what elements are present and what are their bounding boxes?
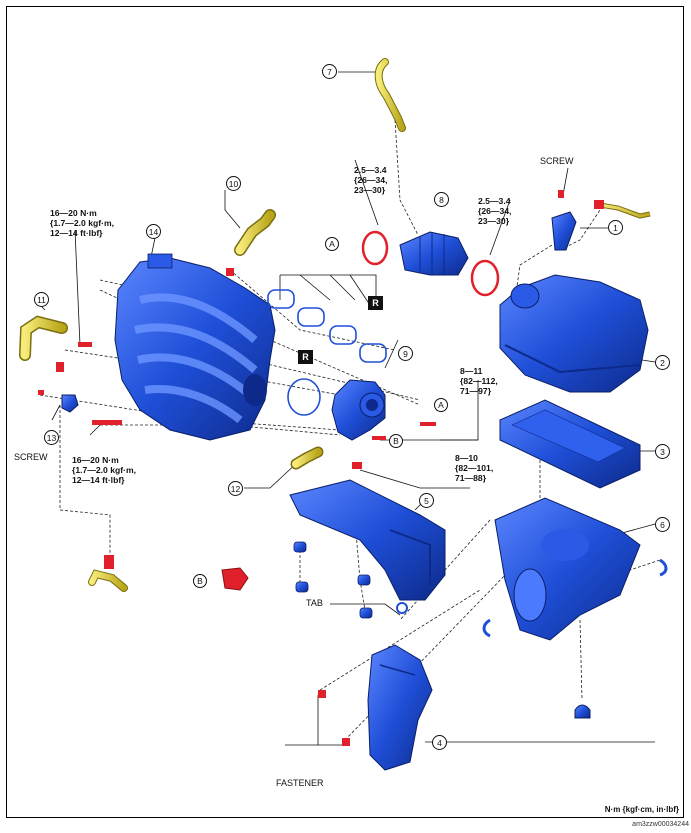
air-duct: [289, 479, 446, 614]
callout-10: 10: [226, 176, 241, 191]
label-screw-sensor: SCREW: [14, 452, 48, 462]
callout-6: 6: [655, 517, 670, 532]
fasteners: [38, 190, 564, 746]
callout-7: 7: [322, 64, 337, 79]
callout-4: 4: [432, 735, 447, 750]
callout-a-throttle: A: [434, 398, 448, 412]
air-cleaner-case: [494, 497, 641, 641]
air-cleaner-cover: [499, 274, 649, 393]
intake-gaskets: [267, 289, 387, 416]
resonator: [367, 644, 433, 771]
replace-mark-throttle-gasket: R: [298, 350, 313, 364]
hose-clamps: [361, 230, 500, 297]
intake-manifold: [114, 253, 276, 441]
figure-code: am3zzw00034244: [632, 821, 689, 828]
torque-resonator: 8—10{82—101,71—88}: [455, 453, 494, 483]
callout-b-throttle: B: [389, 434, 403, 448]
callout-2: 2: [655, 355, 670, 370]
duct-grommets: [293, 541, 373, 619]
callout-11: 11: [34, 292, 49, 307]
diagram-frame: [6, 6, 684, 818]
callout-b-connector: B: [193, 574, 207, 588]
replace-mark-gaskets: R: [368, 296, 383, 310]
callout-14: 14: [146, 224, 161, 239]
callout-13: 13: [44, 430, 59, 445]
case-grommet: [574, 704, 591, 719]
sensor-13: [61, 394, 79, 413]
hose-connector: [104, 555, 114, 569]
torque-clamp-left: 2.5—3.4{26—34,23—30}: [354, 165, 388, 195]
callout-1: 1: [608, 220, 623, 235]
throttle-body: [331, 379, 386, 441]
torque-manifold-bottom: 16—20 N·m{1.7—2.0 kgf·m,12—14 ft·lbf}: [72, 455, 136, 485]
callout-9: 9: [398, 346, 413, 361]
callout-8: 8: [434, 192, 449, 207]
maf-sensor: [551, 211, 577, 251]
callout-5: 5: [419, 493, 434, 508]
torque-units: N·m {kgf·cm, in·lbf}: [604, 805, 679, 814]
label-screw-maf: SCREW: [540, 156, 574, 166]
callout-a-clamp: A: [325, 237, 339, 251]
torque-clamp-right: 2.5—3.4{26—34,23—30}: [478, 196, 512, 226]
callout-12: 12: [228, 481, 243, 496]
label-tab: TAB: [306, 598, 323, 608]
callout-lines: [34, 71, 656, 746]
air-hose: [399, 231, 469, 276]
air-filter: [499, 399, 641, 489]
torque-manifold-top: 16—20 N·m{1.7—2.0 kgf·m,12—14 ft·lbf}: [50, 208, 114, 238]
connector-b: [221, 567, 249, 591]
label-fastener: FASTENER: [276, 778, 324, 788]
callout-3: 3: [655, 444, 670, 459]
torque-throttle-body: 8—11{82—112,71—97}: [460, 366, 498, 396]
